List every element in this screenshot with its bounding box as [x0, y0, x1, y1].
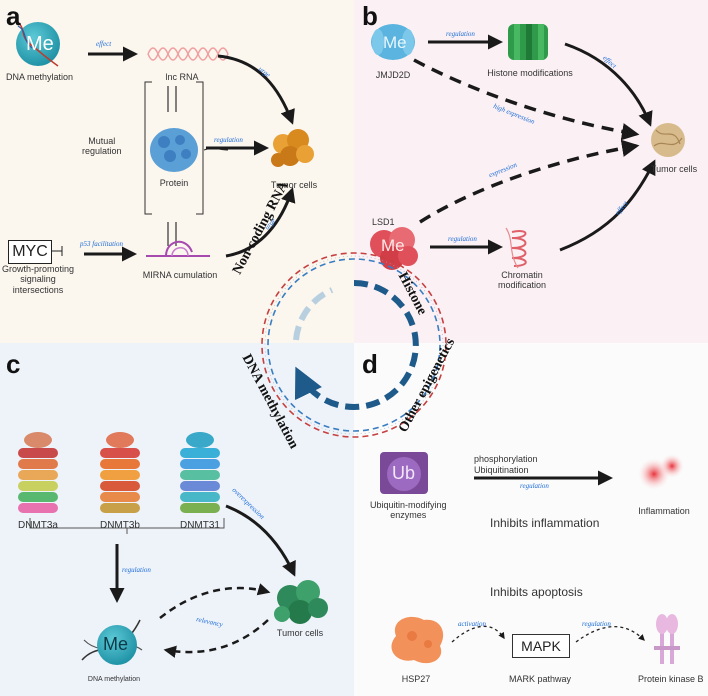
- lsd1-icon: [370, 227, 418, 270]
- activation-arrow: [451, 625, 505, 643]
- dnmt3a-icon: [18, 432, 58, 513]
- regulation-label-c: regulation: [122, 566, 151, 574]
- dna-methylation-label-c: DNA methylation: [87, 676, 141, 683]
- relevancy-arrow-up: [159, 583, 271, 619]
- lsd1-label: LSD1: [372, 217, 395, 227]
- tumor-cells-label-b: Tumor cells: [650, 164, 698, 174]
- protein-label: Protein: [159, 178, 189, 188]
- chromatin-icon: [505, 227, 527, 269]
- overexpression-arrow: [225, 504, 296, 577]
- me-label-b: Me: [383, 33, 407, 52]
- ub-label: Ub: [392, 463, 416, 483]
- tumor-cells-label-c: Tumor cells: [276, 628, 324, 638]
- equilibrium-arrows-top: [167, 86, 177, 112]
- panel-label-a: a: [6, 1, 21, 31]
- epigenetics-ring: [261, 252, 447, 438]
- inflammation-label: Inflammation: [638, 506, 690, 516]
- me-circle-c-icon: [97, 625, 137, 665]
- histone-modifications-label: Histone modifications: [487, 68, 573, 78]
- bracket-right: [196, 81, 204, 215]
- regulation-arrow-d-bottom: [575, 626, 645, 643]
- ubiquitin-enzymes-label: Ubiquitin-modifying enzymes: [370, 500, 447, 521]
- dnmt-bracket: [29, 518, 225, 534]
- lnc-rna-strand-icon-2: [147, 47, 229, 61]
- inflammation-icon: [638, 454, 684, 490]
- me-label-a: Me: [26, 33, 54, 55]
- dnmt31-icon: [180, 432, 220, 513]
- dna-methylation-label-a: DNA methylation: [6, 72, 74, 82]
- inhibits-inflammation-label: Inhibits inflammation: [490, 516, 600, 530]
- mirna-icon: [146, 241, 210, 257]
- effect-arrow-b-bottom: [559, 159, 656, 252]
- tumor-cells-icon: [271, 129, 314, 167]
- panel-c-background: [0, 343, 354, 696]
- myc-box: MYC: [8, 240, 52, 264]
- hsp27-icon: [391, 616, 444, 664]
- urge-arrow-bottom: [225, 187, 296, 258]
- mirna-cumulation-label: MIRNA cumulation: [142, 270, 218, 280]
- dnmt3b-icon: [100, 432, 140, 513]
- tumor-cells-green-icon: [274, 580, 328, 624]
- protein-kinase-b-label: Protein kinase B: [638, 674, 704, 684]
- dnmt3a-label: DNMT3a: [17, 520, 59, 531]
- panel-label-d: d: [362, 349, 378, 379]
- relevancy-arrow-down: [163, 619, 269, 658]
- jmjd2d-icon: [371, 24, 415, 60]
- histone-modification-icon: [508, 24, 548, 60]
- mapk-box: MAPK: [512, 634, 570, 658]
- growth-promoting-label: Growth-promoting signaling intersections: [2, 264, 75, 295]
- mark-pathway-label: MARK pathway: [508, 674, 572, 684]
- phosphorylation-label: phosphorylation: [474, 454, 538, 464]
- urge-arrow-top: [217, 54, 295, 125]
- effect-arrow-b-top: [564, 42, 653, 127]
- regulation-label-a: regulation: [214, 136, 243, 144]
- mutual-regulation-label: Mutual regulation: [82, 136, 122, 157]
- tumor-cells-label-a: Tumor cells: [270, 180, 318, 190]
- chromatin-modification-label: Chromatin modification: [498, 270, 547, 291]
- me-label-b-2: Me: [381, 236, 405, 255]
- inhibits-apoptosis-label: Inhibits apoptosis: [490, 585, 583, 599]
- activation-label: activation: [458, 620, 486, 628]
- regulation-label-d-top: regulation: [520, 482, 549, 490]
- expression-arrow: [419, 139, 640, 224]
- panel-label-b: b: [362, 1, 378, 31]
- bracket-left: [144, 81, 152, 215]
- me-label-c: Me: [103, 634, 129, 654]
- hsp27-label: HSP27: [401, 674, 431, 684]
- protein-icon: [150, 128, 198, 172]
- me-methylation-icon: [16, 21, 60, 67]
- regulation-label-b-bottom: regulation: [448, 235, 477, 243]
- high-expression-arrow: [413, 58, 640, 141]
- jmjd2d-label: JMJD2D: [375, 70, 411, 80]
- protein-kinase-b-icon: [654, 614, 680, 664]
- ubiquitination-label: Ubiquitination: [474, 465, 529, 475]
- regulation-label-d-bottom: regulation: [582, 620, 611, 628]
- dnmt31-label: DNMT31: [179, 520, 221, 531]
- effect-label: effect: [96, 40, 112, 48]
- ub-enzyme-icon: [380, 452, 428, 494]
- tumor-cell-b-icon: [651, 123, 685, 157]
- panel-label-c: c: [6, 349, 21, 379]
- dnmt3b-label: DNMT3b: [99, 520, 141, 531]
- lnc-rna-label: lnc RNA: [165, 72, 199, 82]
- regulation-label-b-top: regulation: [446, 30, 475, 38]
- p53-facilitation-label: p53 facilitation: [80, 240, 123, 248]
